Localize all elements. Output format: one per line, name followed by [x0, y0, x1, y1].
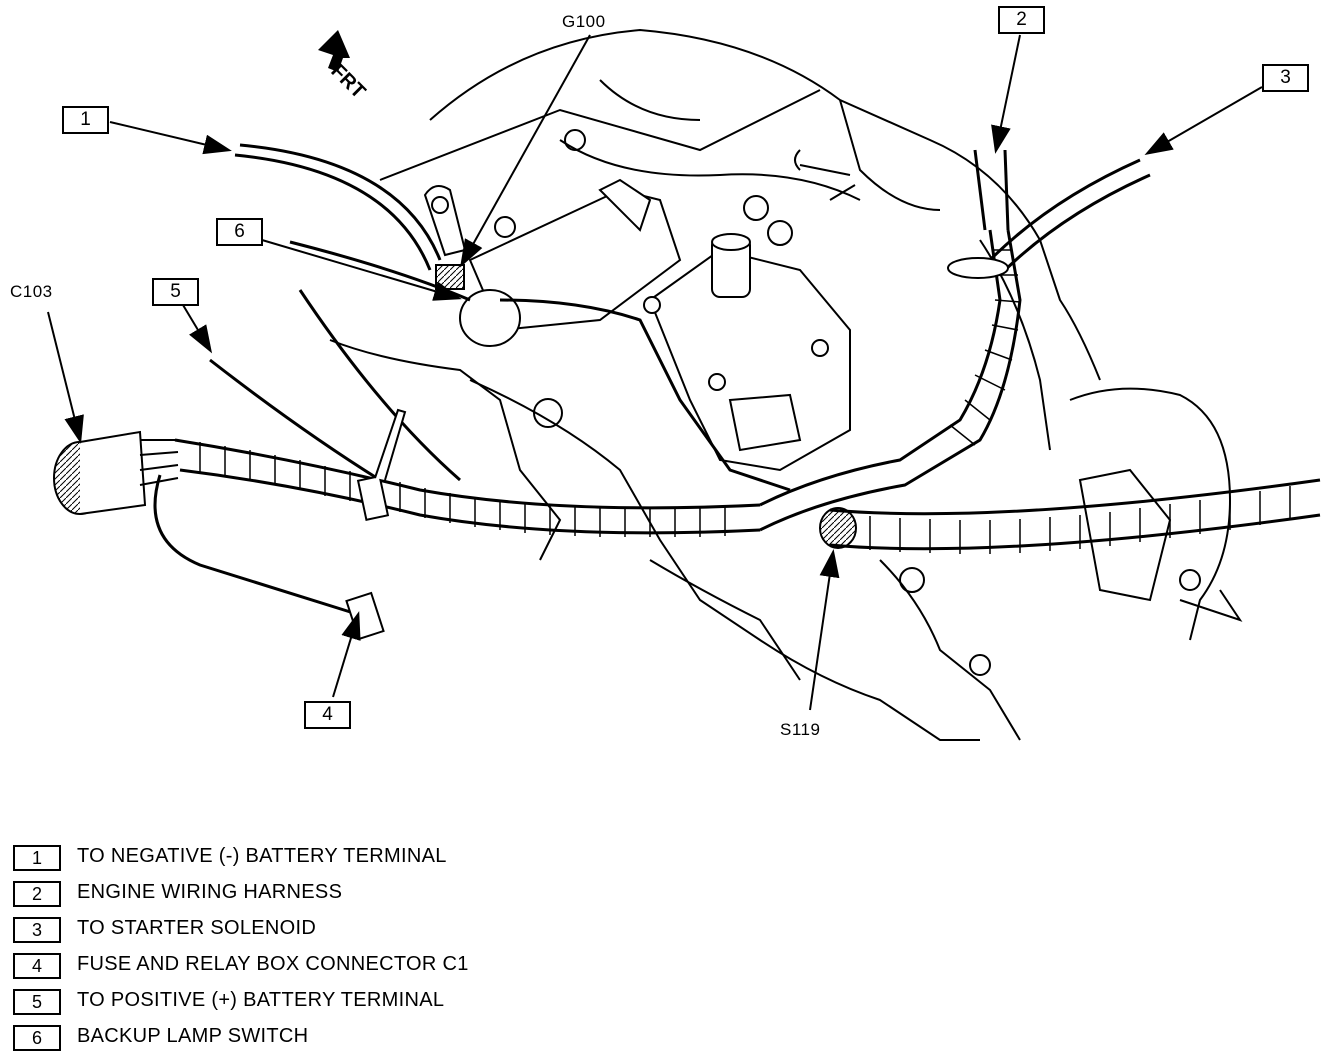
- legend-number: 5: [13, 989, 61, 1015]
- ground-tag-g100: G100: [562, 12, 606, 31]
- callout-2: 2: [998, 6, 1045, 34]
- legend-label: BACKUP LAMP SWITCH: [77, 1025, 309, 1047]
- splice-s119: [819, 507, 857, 549]
- connector-c103: [53, 430, 179, 515]
- legend-number: 1: [13, 845, 61, 871]
- legend-label: ENGINE WIRING HARNESS: [77, 881, 343, 903]
- callout-1: 1: [62, 106, 109, 134]
- legend-label: FUSE AND RELAY BOX CONNECTOR C1: [77, 953, 469, 975]
- legend-label: TO POSITIVE (+) BATTERY TERMINAL: [77, 989, 445, 1011]
- legend-label: TO STARTER SOLENOID: [77, 917, 317, 939]
- harness-wrap: [199, 249, 1291, 554]
- front-direction-arrow: [318, 30, 350, 72]
- legend-label: TO NEGATIVE (-) BATTERY TERMINAL: [77, 845, 447, 867]
- connector-tag-c103: C103: [10, 282, 53, 301]
- legend-number: 2: [13, 881, 61, 907]
- splice-tag-s119: S119: [780, 720, 821, 739]
- harness-clip: [356, 257, 1009, 522]
- engine-harness-drawing: [47, 28, 1321, 741]
- coolant-pipe: [794, 149, 856, 201]
- callout-6: 6: [216, 218, 263, 246]
- legend-number: 4: [13, 953, 61, 979]
- leader-lines: [47, 34, 1263, 711]
- legend-number: 3: [13, 917, 61, 943]
- callout-3: 3: [1262, 64, 1309, 92]
- starter-motor: [459, 178, 682, 347]
- ground-lug: [423, 185, 467, 290]
- callout-4: 4: [304, 701, 351, 729]
- ignition-coil: [643, 233, 851, 472]
- callout-5: 5: [152, 278, 199, 306]
- legend-number: 6: [13, 1025, 61, 1051]
